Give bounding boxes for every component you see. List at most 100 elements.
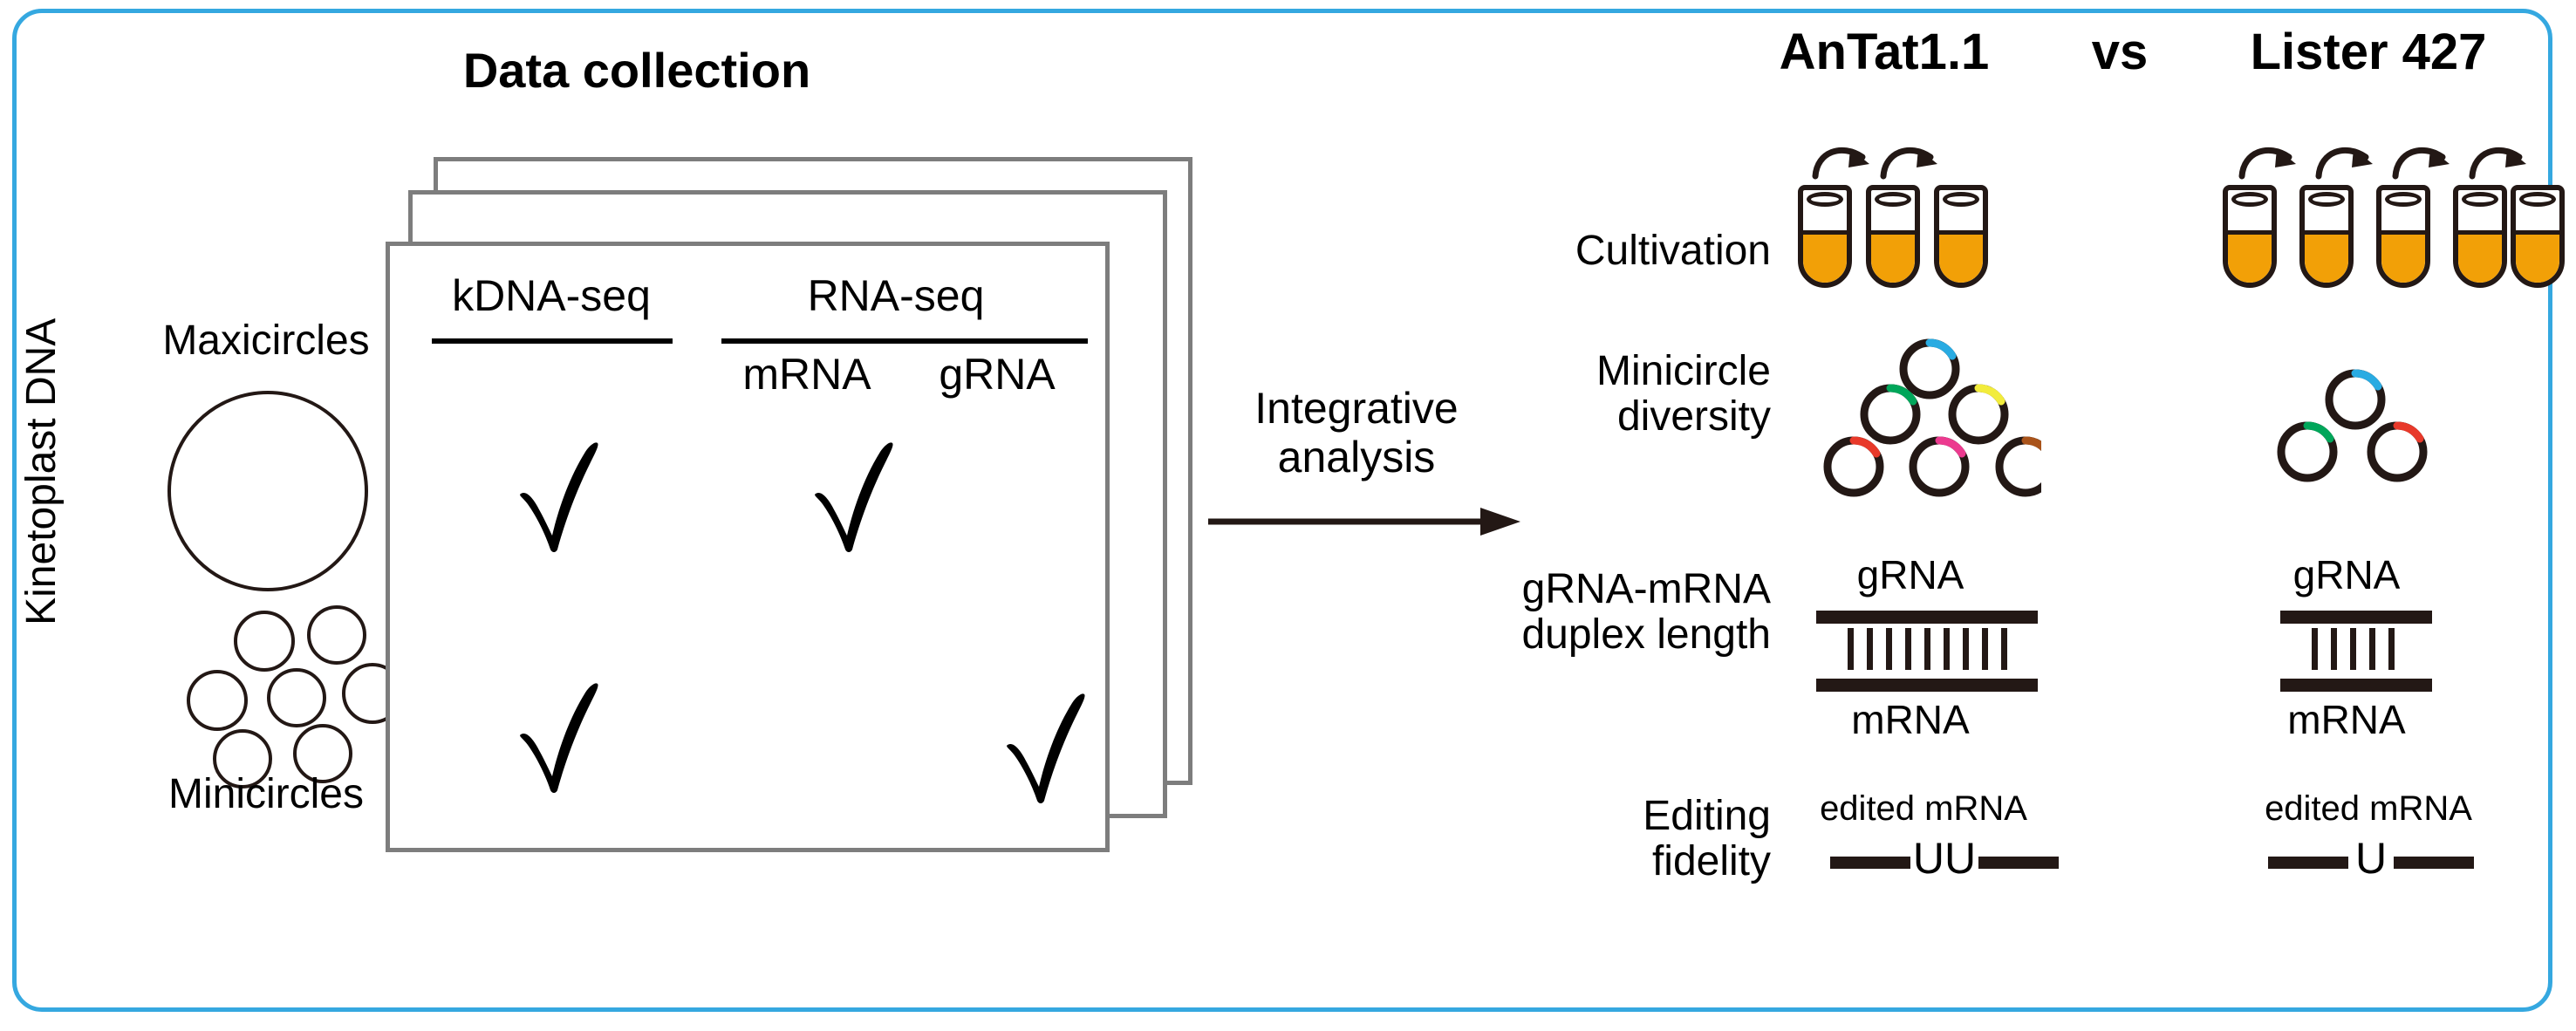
kinetoplast-dna-axis-label: Kinetoplast DNA bbox=[18, 317, 65, 625]
culture-media bbox=[2458, 230, 2502, 283]
minicircle-shape bbox=[307, 605, 366, 665]
row-label-minicircle-diversity: Minicircle diversity bbox=[1404, 349, 1771, 440]
duplex-mrna-label: mRNA bbox=[1851, 697, 1970, 742]
row-label-duplex-line1: gRNA-mRNA bbox=[1521, 566, 1771, 612]
edited-mrna-caption: edited mRNA bbox=[1820, 789, 2027, 828]
mrna-segment-bar bbox=[1978, 857, 2059, 869]
tube-opening bbox=[2385, 192, 2422, 207]
strain-a-title: AnTat1.1 bbox=[1779, 24, 1990, 80]
column-header-kdna-seq: kDNA-seq bbox=[452, 271, 651, 320]
row-label-duplex-length: gRNA-mRNA duplex length bbox=[1404, 567, 1771, 658]
mrna-segment-bar bbox=[2394, 857, 2474, 869]
passage-arrow-icon bbox=[2392, 147, 2450, 180]
culture-tube bbox=[2511, 185, 2565, 288]
strain-b-title: Lister 427 bbox=[2250, 24, 2487, 80]
base-pair-line bbox=[2350, 628, 2356, 670]
integrative-analysis-line2: analysis bbox=[1277, 433, 1436, 481]
column-header-rna-seq: RNA-seq bbox=[807, 271, 985, 320]
culture-media bbox=[2516, 230, 2559, 283]
base-pair-line bbox=[2001, 628, 2007, 670]
base-pair-line bbox=[2369, 628, 2375, 670]
subcolumn-header-mrna: mRNA bbox=[742, 350, 871, 399]
minicircle-diversity-strain-a bbox=[1823, 338, 2041, 497]
checkmark-icon bbox=[1001, 691, 1097, 804]
culture-tube bbox=[1934, 185, 1988, 288]
tube-opening bbox=[2462, 192, 2498, 207]
culture-media bbox=[1803, 230, 1847, 283]
base-pair-line bbox=[1963, 628, 1969, 670]
culture-media bbox=[1871, 230, 1915, 283]
duplex-mrna-label: mRNA bbox=[2287, 697, 2406, 742]
subcolumn-header-grna: gRNA bbox=[939, 350, 1056, 399]
edited-mrna-caption: edited mRNA bbox=[2265, 789, 2472, 828]
culture-media bbox=[1939, 230, 1983, 283]
minicircle-shape bbox=[293, 724, 352, 783]
minicircle-shape bbox=[267, 668, 326, 727]
row-label-cultivation-text: Cultivation bbox=[1575, 228, 1771, 274]
base-pair-line bbox=[1905, 628, 1911, 670]
row-label-editing-fidelity: Editing fidelity bbox=[1404, 794, 1771, 884]
culture-media bbox=[2381, 230, 2425, 283]
culture-tube bbox=[2223, 185, 2277, 288]
minicircle-diversity-strain-b bbox=[2277, 369, 2428, 482]
column-rule-kdna-seq bbox=[432, 338, 673, 344]
data-collection-title: Data collection bbox=[462, 43, 811, 98]
culture-tube bbox=[1866, 185, 1920, 288]
data-card-front: kDNA-seq RNA-seq mRNA gRNA bbox=[386, 242, 1110, 852]
base-pair-line bbox=[2388, 628, 2395, 670]
checkmark-icon bbox=[514, 680, 610, 794]
passage-arrow-icon bbox=[1880, 147, 1937, 180]
base-pair-line bbox=[1848, 628, 1854, 670]
checkmark-icon bbox=[809, 440, 905, 553]
minicircles-label: Minicircles bbox=[167, 771, 364, 817]
uridine-insert-label: UU bbox=[1912, 834, 1977, 883]
base-pair-line bbox=[2331, 628, 2337, 670]
tube-opening bbox=[2519, 192, 2556, 207]
passage-arrow-icon bbox=[2469, 147, 2526, 180]
duplex-grna-label: gRNA bbox=[2292, 552, 2401, 597]
maxicircles-label: Maxicircles bbox=[162, 317, 370, 364]
integrative-analysis-label: Integrative analysis bbox=[1213, 384, 1500, 481]
passage-arrow-icon bbox=[1812, 147, 1869, 180]
base-pair-line bbox=[1944, 628, 1950, 670]
culture-tube bbox=[1798, 185, 1852, 288]
column-rule-rna-seq bbox=[721, 338, 1088, 344]
row-label-editing-line1: Editing bbox=[1643, 793, 1771, 839]
passage-arrow-icon bbox=[2315, 147, 2373, 180]
base-pair-line bbox=[2312, 628, 2318, 670]
base-pair-line bbox=[1924, 628, 1930, 670]
tube-opening bbox=[1943, 192, 1979, 207]
culture-tube bbox=[2376, 185, 2430, 288]
uridine-insert-label: U bbox=[2354, 834, 2388, 883]
strain-vs-label: vs bbox=[2091, 24, 2149, 80]
row-label-duplex-line2: duplex length bbox=[1521, 611, 1771, 658]
duplex-grna-label: gRNA bbox=[1856, 552, 1964, 597]
maxicircle-shape bbox=[167, 391, 368, 591]
right-arrow-icon bbox=[1208, 508, 1520, 536]
culture-media bbox=[2305, 230, 2348, 283]
duplex-mrna-strand bbox=[2280, 679, 2432, 692]
base-pair-line bbox=[1886, 628, 1892, 670]
culture-media bbox=[2228, 230, 2272, 283]
culture-tube bbox=[2299, 185, 2354, 288]
culture-tube bbox=[2453, 185, 2507, 288]
base-pair-line bbox=[1982, 628, 1988, 670]
minicircle-shape bbox=[213, 729, 272, 789]
row-label-minicircle-line1: Minicircle bbox=[1595, 348, 1771, 394]
tube-opening bbox=[2231, 192, 2268, 207]
minicircle-shape bbox=[234, 611, 295, 672]
tube-opening bbox=[2308, 192, 2345, 207]
minicircle-shape bbox=[187, 670, 248, 731]
duplex-grna-strand bbox=[1816, 611, 2038, 624]
tube-opening bbox=[1875, 192, 1911, 207]
integrative-analysis-line1: Integrative bbox=[1254, 384, 1459, 433]
mrna-segment-bar bbox=[1830, 857, 1910, 869]
checkmark-icon bbox=[514, 440, 610, 553]
duplex-grna-strand bbox=[2280, 611, 2432, 624]
row-label-editing-line2: fidelity bbox=[1651, 837, 1771, 884]
base-pair-line bbox=[1867, 628, 1873, 670]
passage-arrow-icon bbox=[2238, 147, 2296, 180]
row-label-cultivation: Cultivation bbox=[1404, 229, 1771, 274]
duplex-mrna-strand bbox=[1816, 679, 2038, 692]
